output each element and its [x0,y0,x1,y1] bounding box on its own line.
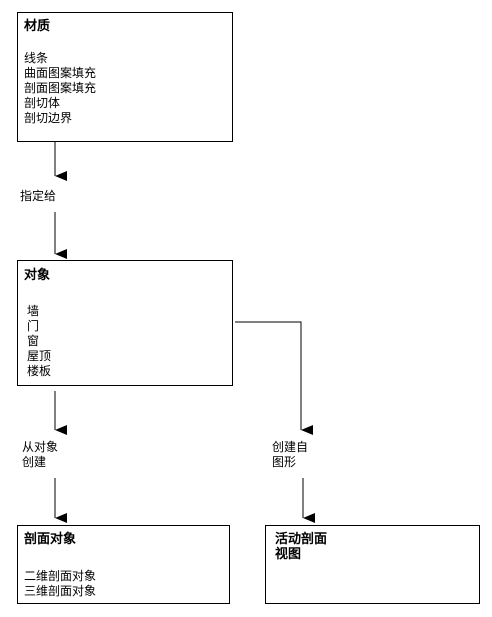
objects-title: 对象 [24,268,51,283]
objects-list: 墙 门 窗 屋顶 楼板 [27,304,51,379]
create-from-shape-label: 创建自 图形 [272,440,308,470]
list-item: 三维剖面对象 [24,584,97,598]
from-object-create-label: 从对象 创建 [22,440,58,470]
list-item: 墙 [27,304,40,318]
material-list: 线条 曲面图案填充 剖面图案填充 剖切体 剖切边界 [24,51,96,126]
assign-label: 指定给 [20,189,57,203]
material-title: 材质 [24,19,51,34]
list-item: 二维剖面对象 [24,569,97,583]
section-objects-title: 剖面对象 [24,532,77,547]
arrow-objects-to-create-from-shape [235,321,313,435]
live-section-box: 活动剖面 视图 [265,525,480,604]
list-item: 曲面图案填充 [24,66,97,80]
list-item: 门 [27,319,40,333]
list-item: 屋顶 [27,349,52,363]
list-item: 剖切体 [24,96,61,110]
list-item: 剖面图案填充 [24,81,97,95]
list-item: 剖切边界 [24,111,73,125]
section-objects-box: 剖面对象 二维剖面对象 三维剖面对象 [17,525,230,604]
create-from-shape-line2: 图形 [272,455,297,469]
live-section-title: 活动剖面 视图 [275,532,327,562]
section-objects-list: 二维剖面对象 三维剖面对象 [24,569,96,599]
live-section-title-line2: 视图 [275,547,302,562]
create-from-shape-line1: 创建自 [272,440,309,454]
list-item: 窗 [27,334,40,348]
list-item: 楼板 [27,364,52,378]
from-object-line1: 从对象 [22,440,59,454]
live-section-title-line1: 活动剖面 [275,532,328,547]
list-item: 线条 [24,51,49,65]
material-box: 材质 线条 曲面图案填充 剖面图案填充 剖切体 剖切边界 [17,12,233,142]
from-object-line2: 创建 [22,455,47,469]
objects-box: 对象 墙 门 窗 屋顶 楼板 [17,260,233,386]
